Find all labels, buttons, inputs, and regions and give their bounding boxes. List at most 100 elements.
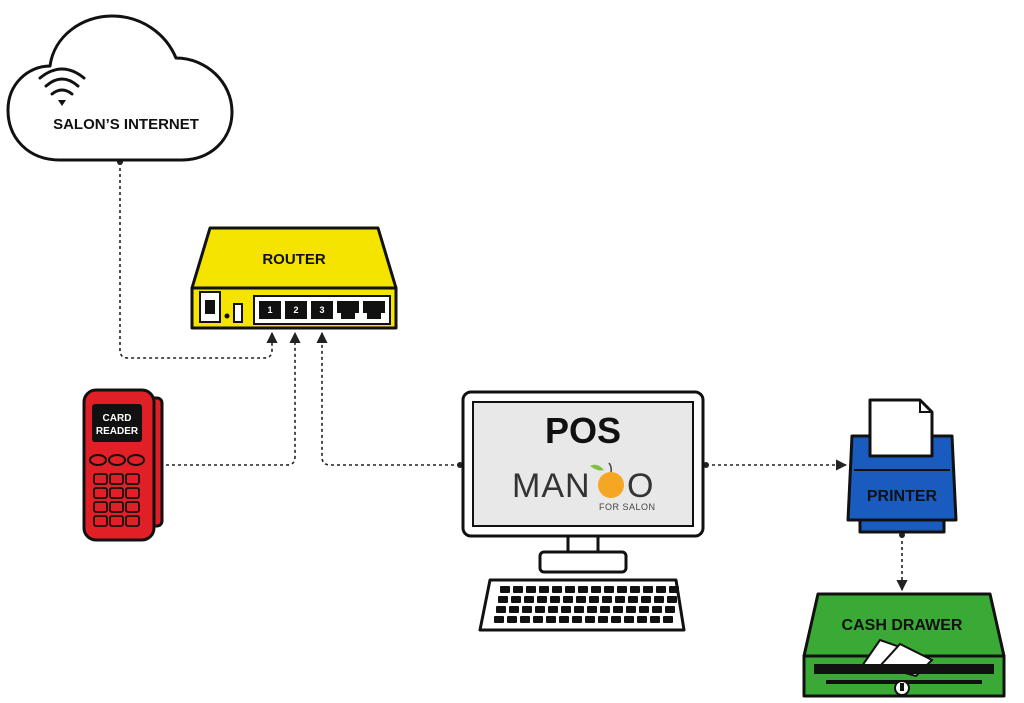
keyboard-key — [650, 616, 660, 623]
keyboard-key — [574, 606, 584, 613]
keyboard-key — [656, 586, 666, 593]
internet-cloud: SALON’S INTERNET — [6, 14, 234, 162]
keyboard-key — [665, 606, 675, 613]
drawer-slot — [814, 664, 994, 674]
keyboard-key — [598, 616, 608, 623]
router-port-3: 3 — [311, 301, 333, 319]
keyboard-key — [526, 586, 536, 593]
keyboard-key — [500, 586, 510, 593]
keyboard-key — [624, 616, 634, 623]
svg-text:3: 3 — [319, 305, 324, 315]
led-icon — [224, 313, 230, 319]
pos-stand — [538, 550, 628, 574]
router-label: ROUTER — [262, 251, 326, 268]
wifi-icon — [38, 67, 86, 106]
card-reader-screen — [92, 404, 142, 442]
keyboard-key — [630, 586, 640, 593]
svg-text:MAN: MAN — [512, 467, 591, 505]
keyboard-key — [600, 606, 610, 613]
keypad-key — [109, 515, 124, 527]
card-reader-keypad — [93, 473, 140, 527]
keyboard-key — [604, 586, 614, 593]
keyboard-key — [615, 596, 625, 603]
card-reader-label-2: READER — [96, 426, 139, 437]
keypad-key — [93, 501, 108, 513]
svg-text:FOR SALON: FOR SALON — [599, 502, 656, 512]
cloud-icon — [6, 14, 234, 162]
keyboard-key — [520, 616, 530, 623]
svg-text:2: 2 — [293, 305, 298, 315]
keyboard-key — [524, 596, 534, 603]
pos-label: POS — [545, 410, 621, 451]
router-ports: 1 2 3 — [259, 301, 385, 319]
keyboard-key — [652, 606, 662, 613]
keyboard-key — [550, 596, 560, 603]
keyboard-key — [537, 596, 547, 603]
keyboard-key — [669, 586, 679, 593]
keypad-key — [93, 487, 108, 499]
keypad-key — [93, 515, 108, 527]
keyboard-key — [591, 586, 601, 593]
mango-logo: MAN O FOR SALON — [512, 462, 656, 512]
keyboard-key — [498, 596, 508, 603]
internet-label: SALON’S INTERNET — [53, 116, 199, 133]
printer-base — [858, 518, 946, 534]
keyboard-key — [613, 606, 623, 613]
pos-neck — [566, 534, 600, 554]
keyboard-key — [572, 616, 582, 623]
printer-paper — [868, 398, 934, 462]
wire-cardreader-router — [160, 331, 301, 466]
power-port-inner — [205, 300, 215, 314]
keyboard-key — [522, 606, 532, 613]
wire-pos-router — [316, 331, 460, 466]
keyboard-key — [585, 616, 595, 623]
keypad-key — [109, 501, 124, 513]
keypad-key — [125, 501, 140, 513]
keypad-key — [93, 473, 108, 485]
mango-fruit-icon — [598, 472, 624, 498]
keyboard-key — [513, 586, 523, 593]
cash-drawer: CASH DRAWER — [802, 592, 1006, 698]
keyboard-key — [637, 616, 647, 623]
keyboard-key — [552, 586, 562, 593]
card-reader-label-1: CARD — [103, 413, 132, 424]
keyboard-key — [578, 586, 588, 593]
card-reader-function-keys — [89, 454, 145, 466]
keyboard-key — [533, 616, 543, 623]
router-port-2: 2 — [285, 301, 307, 319]
keyboard-key — [617, 586, 627, 593]
keyboard-key — [587, 606, 597, 613]
keypad-key — [109, 473, 124, 485]
keyboard-key — [548, 606, 558, 613]
keypad-key — [109, 487, 124, 499]
reset-button-icon — [233, 303, 243, 323]
router-port-1: 1 — [259, 301, 281, 319]
svg-text:1: 1 — [267, 305, 272, 315]
keypad-key — [125, 473, 140, 485]
keyboard-key — [511, 596, 521, 603]
keyboard-key — [507, 616, 517, 623]
keyboard-key — [563, 596, 573, 603]
pos-terminal: POS MAN O FOR SALON — [461, 390, 705, 632]
keyboard-key — [494, 616, 504, 623]
printer: PRINTER — [846, 398, 958, 534]
pos-screen — [472, 401, 694, 527]
keyboard-key — [561, 606, 571, 613]
card-reader: CARD READER — [82, 388, 164, 542]
keypad-key — [125, 487, 140, 499]
keyboard-key — [602, 596, 612, 603]
keypad-key — [125, 515, 140, 527]
cash-drawer-label: CASH DRAWER — [842, 617, 963, 634]
keyboard-key — [535, 606, 545, 613]
keyboard-key — [539, 586, 549, 593]
router-port-5 — [363, 301, 385, 319]
keyboard-key — [589, 596, 599, 603]
keyboard-key — [654, 596, 664, 603]
keyboard-key — [643, 586, 653, 593]
keyboard-key — [641, 596, 651, 603]
keyboard-key — [611, 616, 621, 623]
router-port-4 — [337, 301, 359, 319]
keyboard-keys — [494, 586, 679, 623]
keyboard-key — [546, 616, 556, 623]
